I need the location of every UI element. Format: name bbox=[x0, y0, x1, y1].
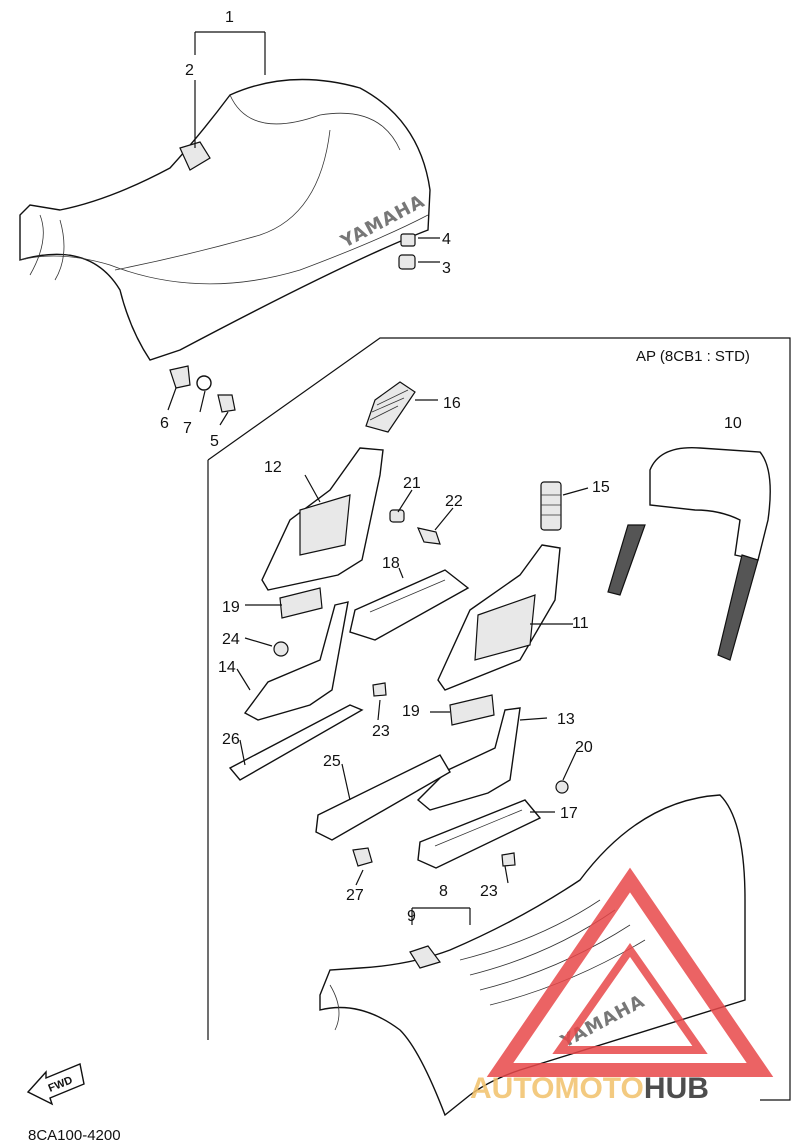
callout-18: 18 bbox=[382, 555, 400, 572]
watermark-text-2: HUB bbox=[644, 1072, 709, 1105]
callout-27: 27 bbox=[346, 887, 364, 904]
callout-1: 1 bbox=[225, 9, 234, 26]
callout-23a: 23 bbox=[372, 723, 390, 740]
callout-6: 6 bbox=[160, 415, 169, 432]
part-26-stay bbox=[228, 704, 364, 781]
ap-frame bbox=[207, 337, 791, 1101]
callout-21: 21 bbox=[403, 475, 421, 492]
callout-7: 7 bbox=[183, 420, 192, 437]
callout-11: 11 bbox=[572, 615, 589, 632]
leaders-top bbox=[167, 31, 440, 426]
callout-2: 2 bbox=[185, 62, 194, 79]
leaders-ap bbox=[236, 399, 589, 925]
callout-16: 16 bbox=[443, 395, 461, 412]
callout-15: 15 bbox=[592, 479, 610, 496]
callout-3: 3 bbox=[442, 260, 451, 277]
watermark-logo-icon bbox=[486, 867, 774, 1077]
callout-19a: 19 bbox=[222, 599, 240, 616]
part-14-bracket bbox=[243, 601, 349, 721]
callout-17: 17 bbox=[560, 805, 578, 822]
watermark-text-1: AUTOMOTO bbox=[470, 1072, 644, 1105]
part-25-stay bbox=[315, 754, 451, 841]
watermark: AUTOMOTOHUB bbox=[470, 867, 774, 1105]
fasteners-top bbox=[169, 233, 416, 413]
part-12-grab-bar-left bbox=[261, 447, 384, 591]
callout-4: 4 bbox=[442, 231, 451, 248]
part-code: 8CA100-4200 bbox=[28, 1127, 121, 1144]
part-19-pads bbox=[279, 587, 495, 726]
callout-10: 10 bbox=[724, 415, 742, 432]
part-10-backrest bbox=[607, 446, 771, 661]
part-13-bracket bbox=[416, 707, 521, 811]
svg-text:AUTOMOTOHUB: AUTOMOTOHUB bbox=[470, 1072, 709, 1105]
subassembly-label: AP (8CB1 : STD) bbox=[636, 348, 750, 365]
seat-ap: YAMAHA bbox=[319, 794, 746, 1117]
part-18-bracket bbox=[349, 569, 470, 641]
part-11-grab-bar-right bbox=[437, 544, 561, 691]
callout-8: 8 bbox=[439, 883, 448, 900]
part-16-grip-cover bbox=[365, 381, 416, 433]
fwd-arrow: FWD bbox=[26, 1063, 85, 1106]
callout-24: 24 bbox=[222, 631, 240, 648]
callout-25: 25 bbox=[323, 753, 341, 770]
callout-13: 13 bbox=[557, 711, 575, 728]
callout-12: 12 bbox=[264, 459, 282, 476]
part-17-bracket bbox=[417, 799, 542, 869]
callout-14: 14 bbox=[218, 659, 236, 676]
part-15-grip-cover-right bbox=[540, 481, 562, 531]
seat-standard: YAMAHA bbox=[19, 78, 431, 361]
callout-26: 26 bbox=[222, 731, 240, 748]
callout-9: 9 bbox=[407, 908, 416, 925]
part-21-22-bolts bbox=[389, 509, 441, 545]
small-screws bbox=[273, 641, 569, 867]
callout-20: 20 bbox=[575, 739, 593, 756]
callout-23b: 23 bbox=[480, 883, 498, 900]
callout-5: 5 bbox=[210, 433, 219, 450]
callout-numbers: 1 2 3 4 5 6 7 8 9 10 11 12 13 14 15 16 1… bbox=[160, 9, 742, 925]
callout-19b: 19 bbox=[402, 703, 420, 720]
callout-22: 22 bbox=[445, 493, 463, 510]
